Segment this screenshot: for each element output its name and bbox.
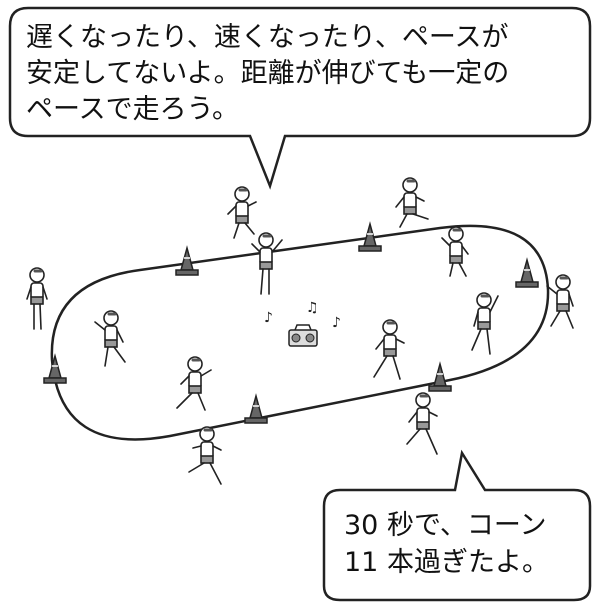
runner	[373, 319, 405, 380]
runner	[471, 292, 499, 355]
boombox	[288, 324, 318, 347]
top-speech-bubble	[8, 6, 592, 190]
bottom-bubble-text: 30 秒で、コーン 11 本過ぎたよ。	[344, 507, 549, 581]
oval-track	[50, 224, 550, 441]
cone	[358, 221, 382, 252]
top-bubble-line: 安定してないよ。距離が伸びても一定の	[26, 58, 510, 89]
runner	[176, 356, 212, 411]
bottom-bubble-line: 11 本過ぎたよ。	[344, 547, 549, 578]
svg-text:♪: ♪	[332, 315, 341, 331]
runners	[26, 177, 574, 485]
runner	[441, 226, 469, 277]
runner	[395, 177, 429, 228]
cone	[175, 245, 199, 276]
bottom-speech-bubble	[322, 449, 592, 602]
runner	[546, 274, 574, 329]
top-bubble-line: 遅くなったり、速くなったり、ペースが	[26, 22, 509, 53]
bottom-bubble-line: 30 秒で、コーン	[344, 510, 547, 541]
cone	[428, 361, 452, 392]
runner	[94, 310, 126, 367]
cone	[515, 257, 539, 288]
cone	[244, 393, 268, 424]
runner	[188, 426, 222, 485]
music-notes: ♪ ♫ ♪	[264, 300, 341, 331]
cones	[43, 221, 539, 424]
runner	[227, 186, 257, 239]
top-bubble-text: 遅くなったり、速くなったり、ペースが 安定してないよ。距離が伸びても一定の ペー…	[26, 20, 509, 128]
runner	[26, 267, 48, 330]
svg-text:♫: ♫	[306, 300, 319, 316]
runner	[406, 392, 438, 455]
runner	[251, 232, 283, 295]
top-bubble-line: ペースで走ろう。	[26, 94, 240, 125]
svg-text:♪: ♪	[264, 310, 273, 326]
cone	[43, 353, 67, 384]
